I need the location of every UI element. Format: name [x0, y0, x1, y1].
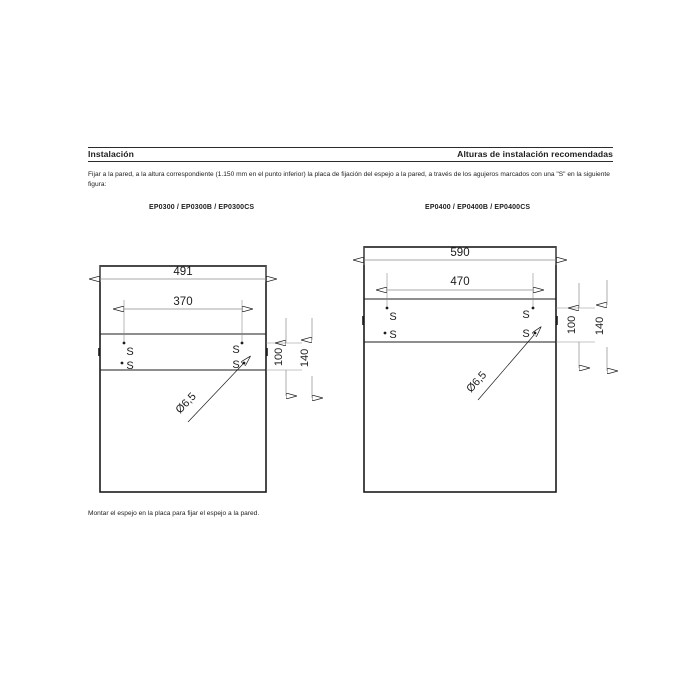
hole-dot-bottom-left	[383, 331, 387, 335]
header-title-right: Alturas de instalación recomendadas	[457, 149, 613, 159]
model-caption-right: EP0400 / EP0400B / EP0400CS	[425, 204, 531, 211]
hole-marker-bottom-right: S	[232, 359, 239, 371]
hole-marker-bottom-right: S	[522, 328, 529, 340]
drawing-svg-right: 590 470 S S S S Ø6,5 100	[345, 246, 645, 493]
hole-marker-bottom-left: S	[126, 360, 133, 372]
hole-dot-bottom-left	[120, 361, 124, 365]
technical-drawing-ep0300: 491 370 S S S S Ø6,5 100	[80, 230, 350, 510]
dim-label-overall-width: 491	[173, 266, 192, 278]
hole-marker-top-right: S	[522, 309, 529, 321]
instruction-paragraph: Fijar a la pared, a la altura correspond…	[88, 171, 610, 189]
hole-marker-top-left: S	[389, 311, 396, 323]
hole-dot-top-left	[122, 341, 126, 345]
dim-label-hole-spacing: 470	[450, 276, 469, 288]
dim-label-overall-width: 590	[450, 247, 469, 259]
hole-dot-top-right	[240, 341, 244, 345]
dim-label-upper-offset: 100	[273, 348, 285, 366]
header-titles-row: Instalación Alturas de instalación recom…	[88, 148, 613, 161]
header-rule-top	[88, 147, 613, 148]
dim-label-hole-spacing: 370	[173, 296, 192, 308]
hole-dot-bottom-right	[533, 331, 537, 335]
hole-marker-top-left: S	[126, 346, 133, 358]
drawing-svg-left: 491 370 S S S S Ø6,5 100	[80, 265, 350, 493]
hole-marker-top-right: S	[232, 344, 239, 356]
leader-line-diameter	[187, 364, 243, 423]
dim-label-lower-offset: 140	[299, 349, 311, 367]
footer-instruction: Montar el espejo en la placa para fijar …	[88, 510, 260, 517]
section-header: Instalación Alturas de instalación recom…	[88, 147, 613, 162]
dim-label-upper-offset: 100	[566, 316, 578, 334]
hole-dot-top-right	[531, 306, 535, 310]
header-rule-bottom	[88, 161, 613, 162]
header-title-left: Instalación	[88, 149, 134, 159]
model-caption-left: EP0300 / EP0300B / EP0300CS	[149, 204, 255, 211]
panel-outline	[99, 265, 267, 493]
hole-dot-top-left	[385, 306, 389, 310]
technical-drawing-ep0400: 590 470 S S S S Ø6,5 100	[345, 225, 645, 510]
leader-line-diameter	[477, 335, 534, 401]
hole-marker-bottom-left: S	[389, 329, 396, 341]
hole-dot-bottom-right	[242, 361, 246, 365]
dim-label-lower-offset: 140	[594, 317, 606, 335]
